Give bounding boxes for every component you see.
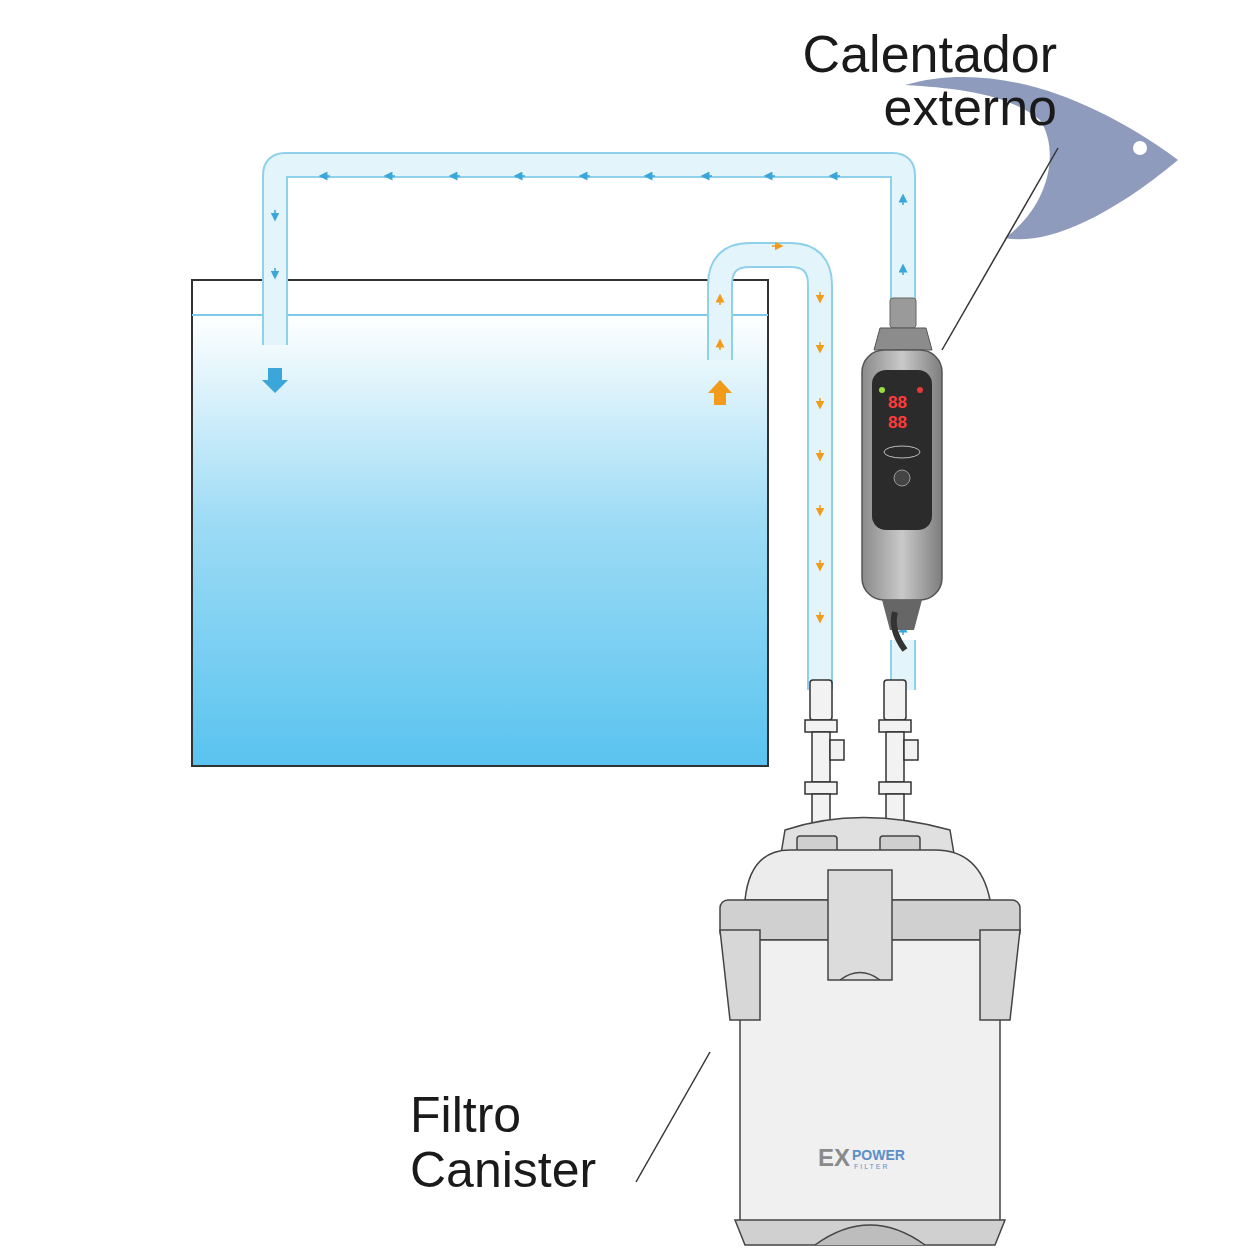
external-heater: [862, 298, 942, 650]
brand-logo: POWER: [852, 1148, 932, 1162]
callout-label: Filtro Canister: [410, 1088, 680, 1198]
leader-line: [942, 148, 1058, 350]
canister-filter: [720, 818, 1020, 1246]
callout-label: Calentador externo: [757, 28, 1057, 134]
leader-line: [636, 1052, 710, 1182]
display-digits: 88: [888, 394, 928, 411]
aquarium-tank: [192, 280, 768, 766]
display-digits: 88: [888, 414, 928, 431]
brand-logo: FILTER: [854, 1163, 934, 1170]
